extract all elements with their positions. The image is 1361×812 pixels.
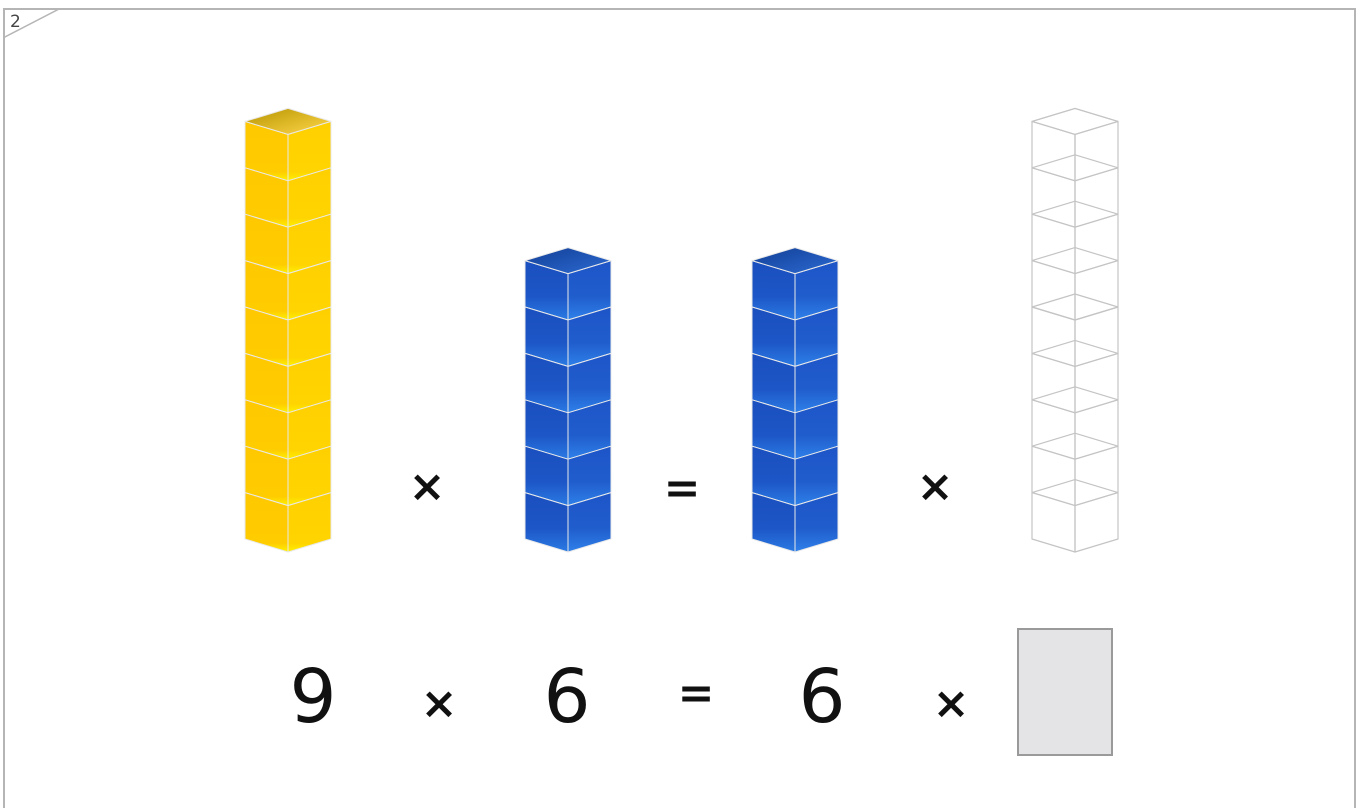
visual-times-sign-2: × <box>916 461 954 512</box>
times-sign-1: × <box>420 678 458 729</box>
cube-right-face <box>794 492 839 553</box>
cube-back-edge <box>1031 479 1119 494</box>
outline-tower <box>1031 107 1119 553</box>
visual-times-sign-1: × <box>408 461 446 512</box>
cube-right-face <box>1074 492 1119 553</box>
cube-left-face <box>1031 260 1076 321</box>
visual-equals-sign: = <box>663 463 701 514</box>
cube-back-edge <box>1031 386 1119 401</box>
times-sign-2: × <box>932 678 970 729</box>
answer-box[interactable] <box>1017 628 1113 756</box>
cube-left-face <box>1031 492 1076 553</box>
page-corner-fold <box>3 8 62 39</box>
cube-right-face <box>1074 260 1119 321</box>
tower-top-face <box>244 107 332 135</box>
page-frame <box>3 8 1356 808</box>
yellow-tower <box>244 107 332 553</box>
cube-back-edge <box>1031 339 1119 354</box>
cube-back-edge <box>1031 200 1119 215</box>
cube-left-face <box>1031 352 1076 414</box>
cube-back-edge <box>1031 247 1119 262</box>
cube-right-face <box>1074 167 1119 228</box>
tower-top-face <box>1031 107 1119 135</box>
blue-tower-1 <box>524 247 612 553</box>
page-number: 2 <box>10 12 21 32</box>
cube-right-face <box>1074 352 1119 414</box>
tower-top-face <box>524 247 612 275</box>
cube-left-face <box>1031 213 1076 275</box>
tower-top-face <box>751 247 839 275</box>
cube-left-face <box>1031 399 1076 460</box>
cube-left-face <box>1031 120 1076 182</box>
cube-right-face <box>1074 120 1119 182</box>
cube-right-face <box>287 492 332 553</box>
cube-right-face <box>1074 306 1119 367</box>
cube-right-face <box>567 492 612 553</box>
factor-a: 9 <box>289 654 337 740</box>
equals-sign: = <box>677 668 715 719</box>
cube-right-face <box>1074 445 1119 507</box>
cube-left-face <box>1031 445 1076 507</box>
cube-right-face <box>1074 399 1119 460</box>
cube-left-face <box>1031 306 1076 367</box>
cube-back-edge <box>1031 293 1119 308</box>
cube-right-face <box>1074 213 1119 275</box>
cube-back-edge <box>1031 432 1119 447</box>
cube-back-edge <box>1031 107 1119 122</box>
blue-tower-2 <box>751 247 839 553</box>
cube-back-edge <box>1031 154 1119 169</box>
cube-left-face <box>1031 167 1076 228</box>
factor-b: 6 <box>543 654 591 740</box>
factor-c: 6 <box>798 654 846 740</box>
